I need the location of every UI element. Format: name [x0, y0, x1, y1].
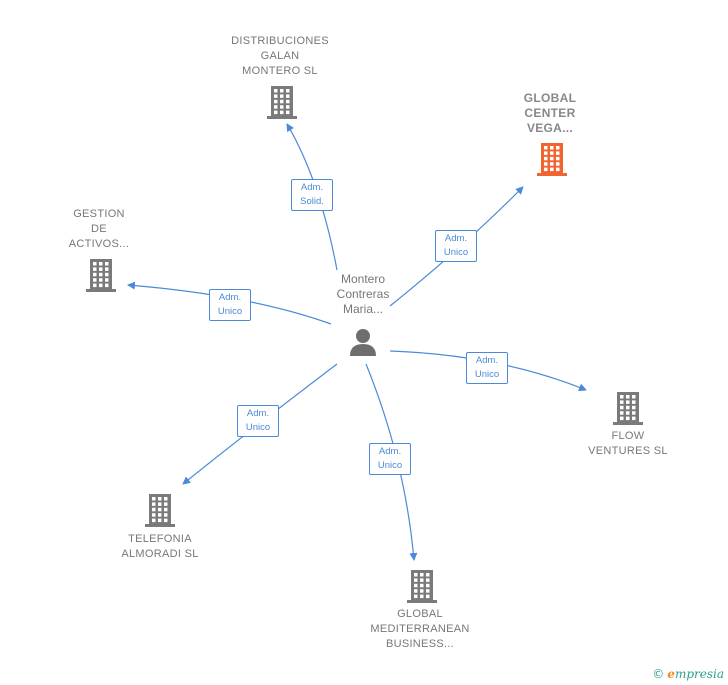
company-label-flow[interactable]: FLOW VENTURES SL — [588, 430, 668, 457]
building-icon[interactable] — [144, 492, 176, 528]
building-icon[interactable] — [85, 257, 117, 293]
building-icon[interactable] — [612, 390, 644, 426]
brand-logo: ©empresia — [652, 667, 724, 681]
role-badge-telefonia: Adm. Unico — [237, 405, 279, 437]
company-label-telefonia[interactable]: TELEFONIA ALMORADI SL — [121, 533, 199, 560]
role-badge-flow: Adm. Unico — [466, 352, 508, 384]
company-label-gestion[interactable]: GESTION DE ACTIVOS... — [68, 208, 130, 250]
role-badge-distribuciones: Adm. Solid. — [291, 179, 333, 211]
role-badge-mediterranean: Adm. Unico — [369, 443, 411, 475]
role-badge-global-center: Adm. Unico — [435, 230, 477, 262]
person-icon[interactable] — [347, 326, 379, 358]
building-icon[interactable] — [536, 141, 568, 177]
brand-initial: e — [667, 667, 675, 681]
company-label-distribuciones[interactable]: DISTRIBUCIONES GALAN MONTERO SL — [231, 35, 329, 77]
company-label-global-center[interactable]: GLOBAL CENTER VEGA... — [523, 91, 577, 135]
brand-name: mpresia — [674, 667, 724, 681]
company-label-mediterranean[interactable]: GLOBAL MEDITERRANEAN BUSINESS... — [370, 608, 470, 650]
person-label[interactable]: Montero Contreras Maria... — [336, 272, 390, 316]
building-icon[interactable] — [406, 568, 438, 604]
role-badge-gestion: Adm. Unico — [209, 289, 251, 321]
building-icon[interactable] — [266, 84, 298, 120]
copyright-symbol: © — [652, 667, 665, 681]
